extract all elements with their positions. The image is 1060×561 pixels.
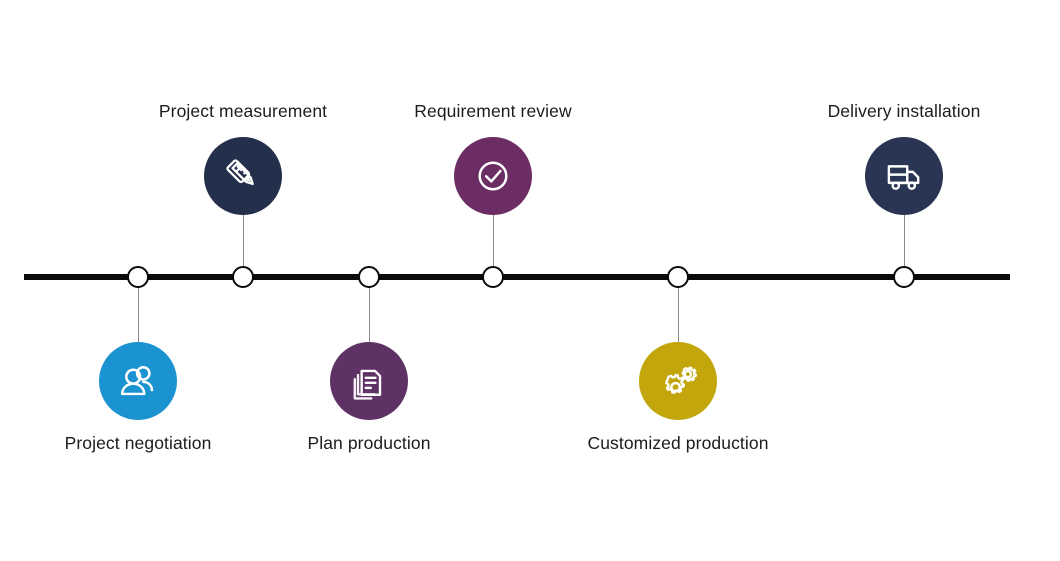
timeline-node-marker[interactable] — [232, 266, 254, 288]
stage-icon-badge-project-measurement[interactable] — [204, 137, 282, 215]
stage-icon-badge-requirement-review[interactable] — [454, 137, 532, 215]
timeline-node-marker[interactable] — [482, 266, 504, 288]
pencil-ruler-icon — [220, 153, 266, 199]
stage-label-plan-production: Plan production — [307, 433, 431, 453]
documents-icon — [347, 359, 391, 403]
stage-leader-line — [493, 213, 494, 277]
stage-icon-badge-plan-production[interactable] — [330, 342, 408, 420]
timeline-node-marker[interactable] — [893, 266, 915, 288]
stage-icon-badge-project-negotiation[interactable] — [99, 342, 177, 420]
timeline-node-marker[interactable] — [127, 266, 149, 288]
timeline-axis — [24, 274, 1010, 280]
stage-leader-line — [369, 277, 370, 344]
check-circle-icon — [471, 154, 515, 198]
timeline-node-marker[interactable] — [358, 266, 380, 288]
stage-leader-line — [904, 213, 905, 277]
delivery-truck-icon — [882, 154, 926, 198]
gears-icon — [655, 358, 701, 404]
stage-label-customized-production: Customized production — [587, 433, 769, 453]
stage-label-project-negotiation: Project negotiation — [64, 433, 212, 453]
timeline-node-marker[interactable] — [667, 266, 689, 288]
stage-icon-badge-customized-production[interactable] — [639, 342, 717, 420]
stage-leader-line — [138, 277, 139, 344]
users-icon — [115, 358, 161, 404]
stage-leader-line — [678, 277, 679, 344]
stage-label-delivery-installation: Delivery installation — [827, 101, 981, 121]
stage-icon-badge-delivery-installation[interactable] — [865, 137, 943, 215]
stage-label-requirement-review: Requirement review — [414, 101, 572, 121]
stage-label-project-measurement: Project measurement — [158, 101, 328, 121]
stage-leader-line — [243, 213, 244, 277]
